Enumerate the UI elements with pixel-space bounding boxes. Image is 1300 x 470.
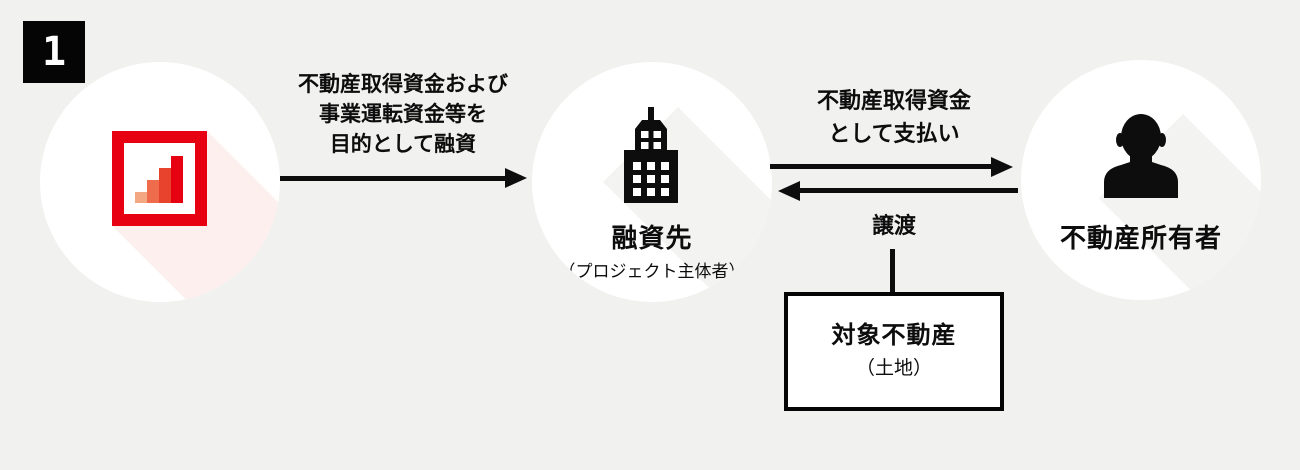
logo-bars	[135, 155, 183, 203]
owner-label: 不動産所有者	[1059, 223, 1222, 253]
step-number-badge: 1	[23, 21, 85, 83]
property-box-title: 対象不動産	[831, 321, 957, 349]
transfer-connector-line	[890, 249, 895, 293]
lender-node	[40, 62, 280, 302]
loan-flow-label: 不動産取得資金および 事業運転資金等を 目的として融資	[283, 70, 523, 160]
owner-node: 不動産所有者	[1021, 60, 1261, 300]
property-box: 対象不動産 （土地）	[784, 292, 1004, 411]
payment-flow-line1: 不動産取得資金	[816, 88, 971, 113]
building-icon	[624, 107, 678, 203]
loan-arrow-head-icon	[505, 168, 527, 188]
payment-flow-line2: として支払い	[828, 121, 960, 146]
loan-flow-line3: 目的として融資	[329, 133, 477, 156]
payment-arrow-head-icon	[991, 157, 1013, 177]
property-box-subtitle: （土地）	[855, 357, 932, 379]
logo-bar-3	[159, 168, 171, 203]
payment-flow-label: 不動産取得資金 として支払い	[774, 84, 1014, 150]
borrower-label: 融資先	[611, 223, 693, 253]
logo-bar-1	[135, 192, 147, 203]
payment-arrow-line	[770, 164, 993, 169]
borrower-sublabel: （プロジェクト主体者）	[558, 262, 746, 281]
loan-flow-line2: 事業運転資金等を	[319, 103, 487, 126]
loan-arrow-line	[280, 176, 509, 181]
bar-chart-logo-icon	[112, 131, 207, 226]
logo-bar-4	[171, 156, 183, 203]
transfer-arrow-head-icon	[778, 181, 800, 201]
logo-bar-2	[147, 180, 159, 203]
transfer-flow-label: 譲渡	[871, 213, 916, 238]
person-icon	[1104, 114, 1178, 198]
logo-inner	[124, 143, 195, 214]
loan-flow-line1: 不動産取得資金および	[298, 73, 508, 96]
borrower-node: 融資先 （プロジェクト主体者）	[532, 62, 772, 302]
transfer-arrow-line	[799, 188, 1018, 193]
